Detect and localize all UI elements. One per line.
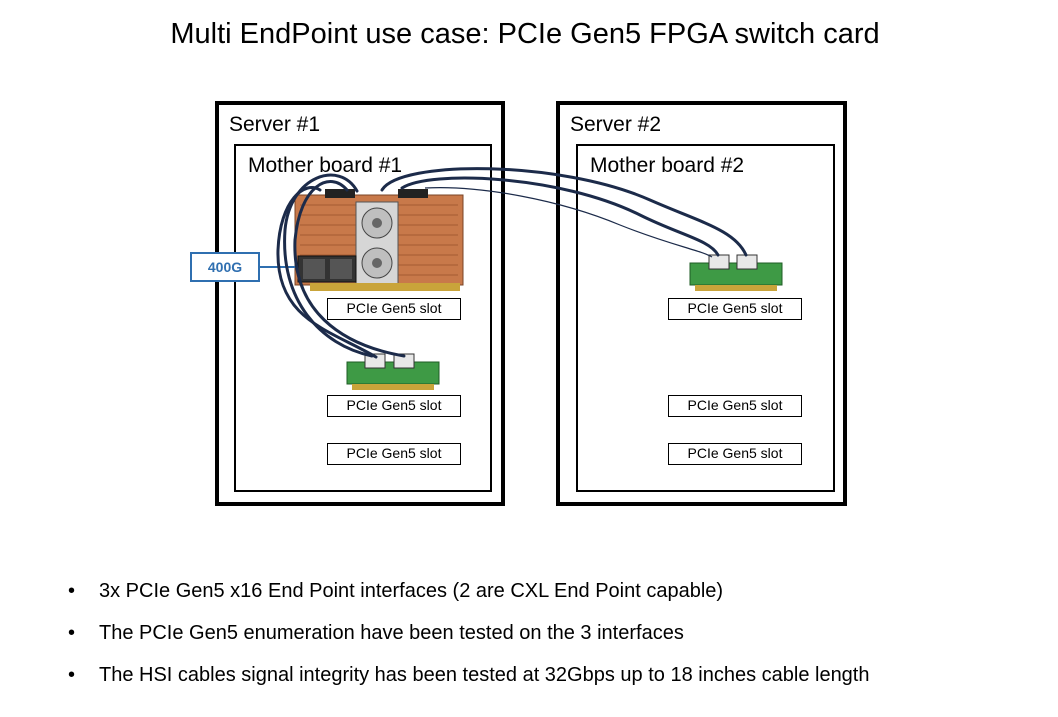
page-title: Multi EndPoint use case: PCIe Gen5 FPGA … — [170, 18, 880, 50]
bullet-item: •The PCIe Gen5 enumeration have been tes… — [68, 622, 684, 644]
server-2-pcie-slot-3: PCIe Gen5 slot — [668, 443, 802, 465]
bullet-item: •The HSI cables signal integrity has bee… — [68, 664, 870, 686]
server-2-label: Server #2 — [570, 113, 662, 136]
motherboard-2-box: Mother board #2 — [576, 144, 835, 492]
hsi-cable-thin — [424, 187, 713, 258]
server-2-pcie-slot-2: PCIe Gen5 slot — [668, 395, 802, 417]
bullet-text: 3x PCIe Gen5 x16 End Point interfaces (2… — [99, 580, 724, 602]
hsi-cables — [276, 167, 748, 359]
fpga-switch-card — [294, 189, 464, 291]
bullet-text: The PCIe Gen5 enumeration have been test… — [99, 622, 684, 644]
link-400g-badge: 400G — [190, 252, 260, 282]
bullet-text: The HSI cables signal integrity has been… — [99, 664, 870, 686]
server-1-pcie-slot-3: PCIe Gen5 slot — [327, 443, 461, 465]
bullet-item: •3x PCIe Gen5 x16 End Point interfaces (… — [68, 580, 724, 602]
motherboard-1-label: Mother board #1 — [248, 154, 403, 177]
riser-card-server-1 — [346, 353, 440, 390]
server-1-pcie-slot-2: PCIe Gen5 slot — [327, 395, 461, 417]
server-1-pcie-slot-1: PCIe Gen5 slot — [327, 298, 461, 320]
feature-bullet-list: •3x PCIe Gen5 x16 End Point interfaces (… — [68, 576, 870, 702]
server-1-label: Server #1 — [229, 113, 321, 136]
motherboard-1-box: Mother board #1 — [234, 144, 492, 492]
server-2-pcie-slot-1: PCIe Gen5 slot — [668, 298, 802, 320]
motherboard-2-label: Mother board #2 — [590, 154, 745, 177]
riser-card-server-2 — [689, 254, 783, 291]
